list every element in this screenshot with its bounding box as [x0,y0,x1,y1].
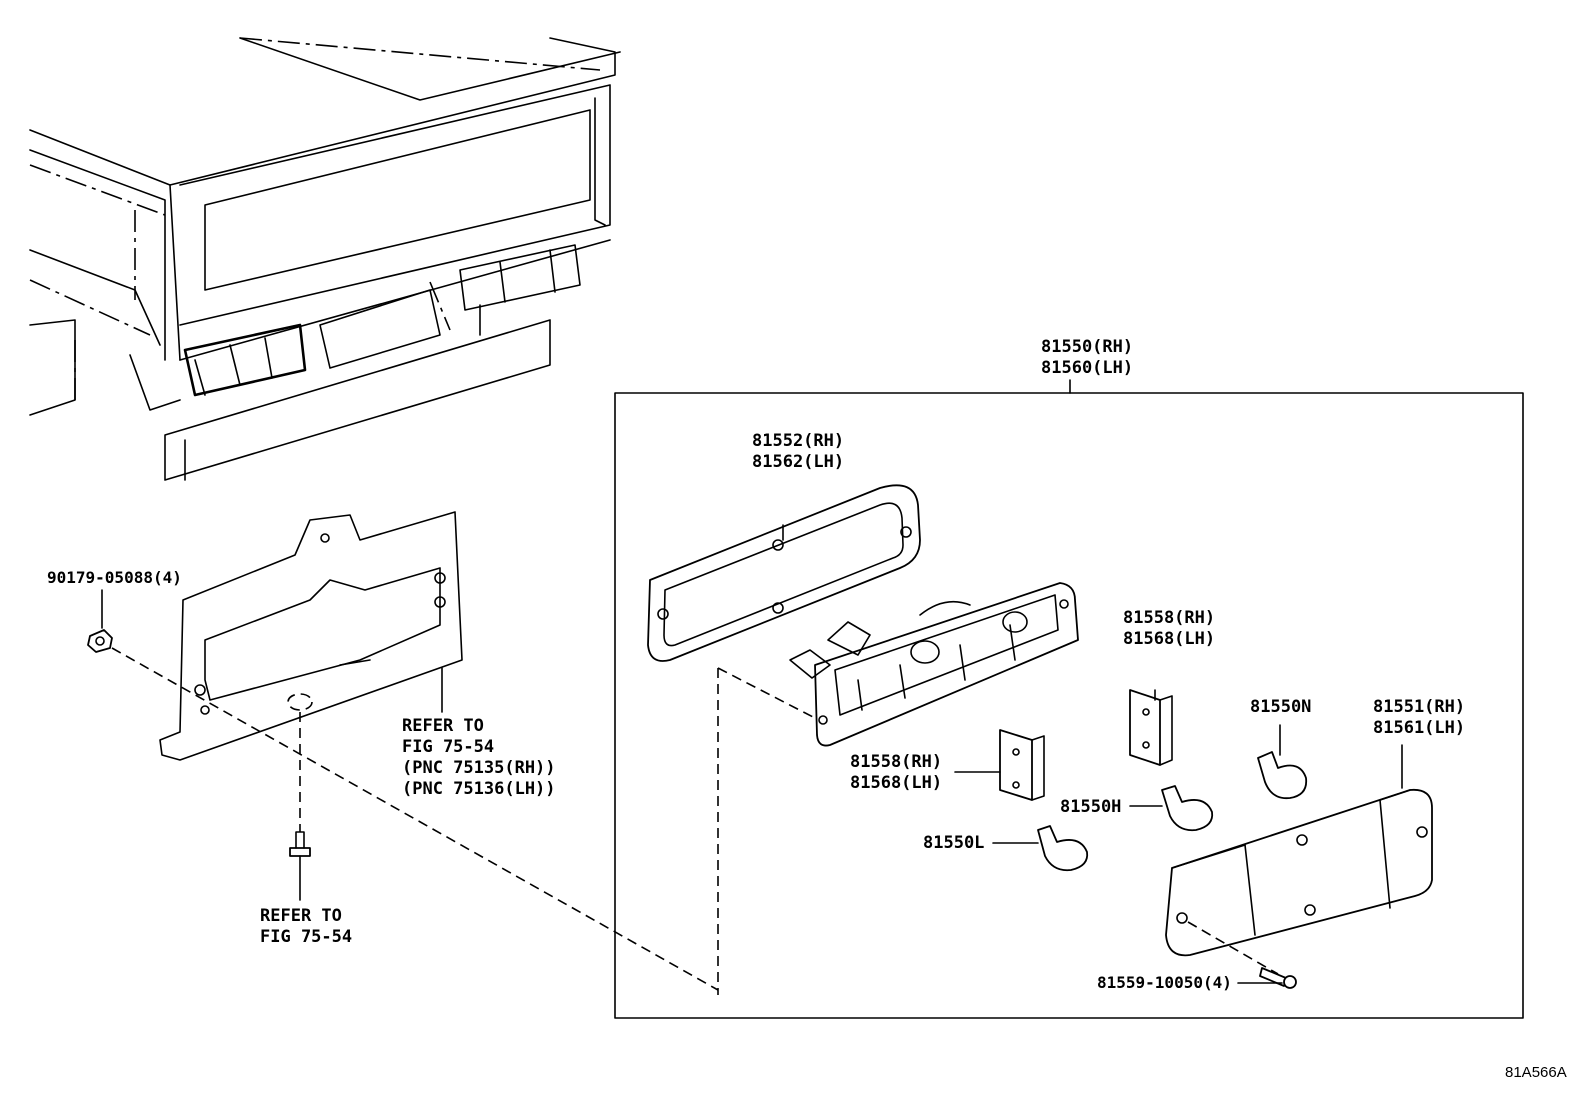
label-bulb-l: 81550L [923,833,985,853]
label-socket-lower-lh: 81568(LH) [850,773,943,793]
label-refer-bracket-4: (PNC 75136(LH)) [402,779,556,799]
label-refer-bracket-3: (PNC 75135(RH)) [402,758,556,778]
truck-rear-body [29,37,621,481]
bulb-socket-lower [954,729,1045,801]
alignment-line-nut [111,647,719,991]
label-assembly-lh: 81560(LH) [1041,358,1134,378]
label-lens-screw: 81559-10050(4) [1097,973,1232,992]
lamp-lens [1165,744,1433,957]
flange-nut [87,589,113,653]
label-lens-lh: 81561(LH) [1373,718,1466,738]
label-refer-bracket-1: REFER TO [402,716,484,736]
label-socket-upper-lh: 81568(LH) [1123,629,1216,649]
bulb-socket-upper [1129,689,1173,766]
lens-screw [1187,921,1297,989]
lamp-housing [789,582,1079,747]
assembly-frame [614,392,1524,1019]
label-refer-bracket-2: FIG 75-54 [402,737,495,757]
figure-code: 81A566A [1505,1064,1567,1081]
label-gasket-rh: 81552(RH) [752,431,845,451]
label-socket-upper-rh: 81558(RH) [1123,608,1216,628]
label-refer-bolt-2: FIG 75-54 [260,927,353,947]
bulb-l [992,825,1089,872]
label-bulb-h: 81550H [1060,797,1122,817]
mounting-bracket [159,511,463,761]
label-bulb-n: 81550N [1250,697,1312,717]
bolt [289,831,311,901]
label-assembly-rh: 81550(RH) [1041,337,1134,357]
label-lens-rh: 81551(RH) [1373,697,1466,717]
alignment-line-assembly [717,667,816,995]
bulb-n [1257,724,1308,800]
label-refer-bolt-1: REFER TO [260,906,342,926]
label-socket-lower-rh: 81558(RH) [850,752,943,772]
label-nut: 90179-05088(4) [47,568,182,587]
label-gasket-lh: 81562(LH) [752,452,845,472]
gasket [647,484,921,662]
bulb-h [1129,785,1214,832]
